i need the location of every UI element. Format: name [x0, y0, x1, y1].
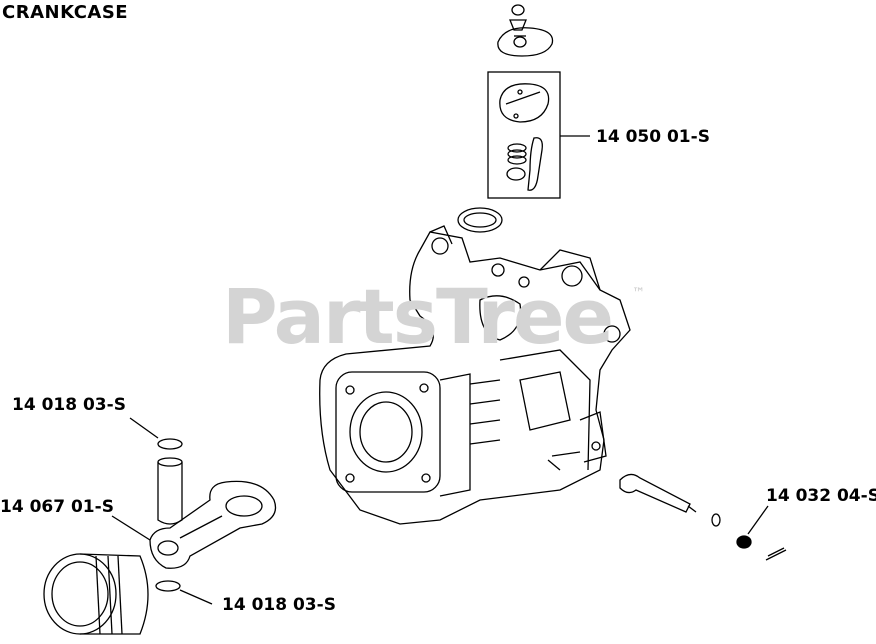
snap-ring-bottom[interactable] — [155, 580, 181, 592]
watermark: PartsTree — [222, 272, 614, 361]
leader-line — [179, 589, 213, 605]
small-washer[interactable] — [711, 513, 721, 527]
breather-kit-box[interactable] — [487, 71, 561, 199]
crankcase-body[interactable] — [319, 225, 631, 525]
piston-pin[interactable] — [157, 457, 183, 525]
callout-breather-kit[interactable]: 14 050 01-S — [596, 127, 710, 147]
callout-snap-ring-bottom[interactable]: 14 018 03-S — [222, 595, 336, 615]
diagram-title: CRANKCASE — [2, 2, 129, 23]
leader-line — [129, 417, 159, 439]
fill-tube-part[interactable] — [619, 473, 697, 513]
gasket-ring[interactable] — [457, 207, 503, 233]
connecting-rod[interactable] — [149, 480, 277, 569]
piston[interactable] — [43, 553, 149, 635]
drain-plug[interactable] — [736, 535, 787, 561]
breather-cover-part[interactable] — [497, 4, 554, 57]
leader-line — [747, 505, 769, 535]
callout-connecting-rod[interactable]: 14 067 01-S — [0, 497, 114, 517]
watermark-trademark: ™ — [632, 286, 645, 301]
leader-line — [111, 515, 151, 541]
snap-ring-top[interactable] — [157, 438, 183, 450]
callout-snap-ring-top[interactable]: 14 018 03-S — [12, 395, 126, 415]
callout-drain-plug[interactable]: 14 032 04-S — [766, 486, 876, 506]
